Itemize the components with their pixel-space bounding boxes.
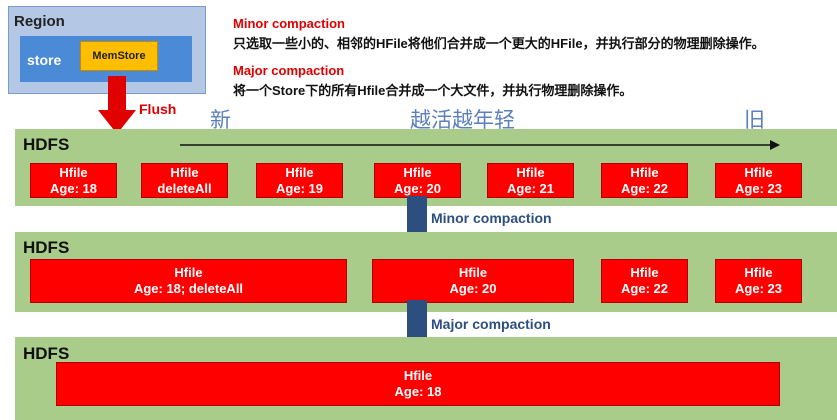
hfile-block: Hfile deleteAll <box>141 163 228 198</box>
hfile-detail: Age: 18; deleteAll <box>133 281 244 296</box>
hfile-name: Hfile <box>744 164 773 180</box>
age-axis-arrow <box>180 140 780 150</box>
hfile-block: Hfile Age: 21 <box>487 163 574 198</box>
region-title: Region <box>14 13 65 30</box>
hfile-detail: Age: 23 <box>735 281 782 296</box>
flush-arrow <box>98 76 136 134</box>
hfile-name: Hfile <box>630 164 659 180</box>
hfile-block: Hfile Age: 18 <box>30 163 117 198</box>
minor-compaction-label: Minor compaction <box>431 210 552 226</box>
hfile-name: Hfile <box>630 265 659 280</box>
hfile-detail: Age: 22 <box>621 281 668 296</box>
flush-label: Flush <box>139 101 177 117</box>
hfile-name: Hfile <box>59 164 88 180</box>
hfile-detail: Age: 19 <box>276 180 323 196</box>
hfile-name: Hfile <box>516 164 545 180</box>
major-compaction-label: Major compaction <box>431 316 551 332</box>
hfile-name: Hfile <box>403 368 433 383</box>
hfile-name: Hfile <box>458 265 488 280</box>
major-note-body: 将一个Store下的所有Hfile合并成一个大文件，并执行物理删除操作。 <box>233 83 633 98</box>
hfile-name: Hfile <box>174 265 203 280</box>
hfile-detail: Age: 22 <box>621 180 668 196</box>
hfile-detail: Age: 23 <box>735 180 782 196</box>
hfile-block: Hfile Age: 18 <box>56 362 780 406</box>
hfile-detail: Age: 20 <box>394 180 441 196</box>
memstore-box: MemStore <box>80 41 158 71</box>
hfile-detail: Age: 20 <box>449 281 497 296</box>
hfile-detail: deleteAll <box>157 180 212 196</box>
hfile-block: Hfile Age: 20 <box>374 163 461 198</box>
hfile-block: Hfile Age: 19 <box>256 163 343 198</box>
hfile-block: Hfile Age: 23 <box>715 259 802 303</box>
hfile-block: Hfile Age: 22 <box>601 163 688 198</box>
axis-label-new: 新 <box>210 109 231 132</box>
hfile-block: Hfile Age: 18; deleteAll <box>30 259 347 303</box>
hdfs-band-3-label: HDFS <box>23 344 70 363</box>
hfile-name: Hfile <box>170 164 199 180</box>
hfile-block: Hfile Age: 22 <box>601 259 688 303</box>
axis-label-old: 旧 <box>744 109 765 132</box>
hfile-block: Hfile Age: 20 <box>372 259 574 303</box>
store-label: store <box>27 52 62 68</box>
minor-note-body: 只选取一些小的、相邻的HFile将他们合并成一个更大的HFile，并执行部分的物… <box>233 36 765 51</box>
hfile-name: Hfile <box>403 164 432 180</box>
hfile-detail: Age: 18 <box>394 384 442 399</box>
minor-note-title: Minor compaction <box>233 16 345 31</box>
hdfs-band-1-label: HDFS <box>23 135 70 154</box>
axis-label-middle: 越活越年轻 <box>410 109 515 132</box>
hfile-name: Hfile <box>285 164 314 180</box>
hfile-detail: Age: 18 <box>50 180 97 196</box>
hfile-detail: Age: 21 <box>507 180 554 196</box>
hfile-block: Hfile Age: 23 <box>715 163 802 198</box>
hdfs-band-2-label: HDFS <box>23 238 70 257</box>
hfile-name: Hfile <box>744 265 773 280</box>
major-note-title: Major compaction <box>233 63 345 78</box>
